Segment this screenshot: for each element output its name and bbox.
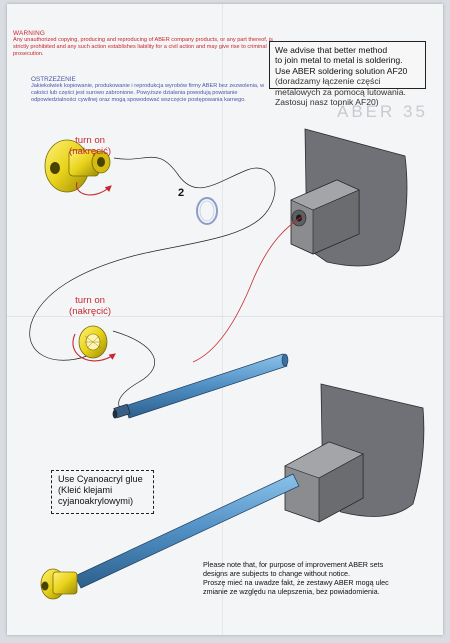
soldering-advice-box: We advise that better method to join met… <box>269 41 426 107</box>
glue-line-3: cyjanoakrylowymi) <box>58 496 134 507</box>
note-line-2: designs are subjects to change without n… <box>203 569 351 578</box>
advice-line-6: Zastosuj nasz topnik AF20) <box>275 97 379 108</box>
warning-body: Any unauthorized copying, producing and … <box>13 37 273 57</box>
advice-line-2: to join metal to metal is soldering. <box>275 55 403 66</box>
barrel-lower <box>74 473 300 589</box>
muzzle-brake-bottom <box>40 568 78 600</box>
change-notice: Please note that, for purpose of improve… <box>203 560 439 596</box>
glue-line-1: Use Cyanoacryl glue <box>58 474 143 484</box>
turn-on-label-top: turn on (nakręcić) <box>69 135 111 157</box>
ring-part <box>196 197 218 225</box>
turn-on-pl: (nakręcić) <box>69 306 112 317</box>
step-number: 2 <box>178 187 185 199</box>
background-code: ABER 35 <box>337 102 428 121</box>
lower-mantlet <box>284 383 425 523</box>
threaded-nut <box>78 325 108 359</box>
advice-line-5: metalowych za pomocą lutowania. <box>275 86 406 97</box>
warning-title: WARNING <box>13 30 46 37</box>
warning-notice: WARNING Any unauthorized copying, produc… <box>13 30 275 58</box>
instruction-sheet: WARNING Any unauthorized copying, produc… <box>7 4 443 635</box>
turn-on-en: turn on <box>75 135 105 146</box>
guide-line <box>29 156 276 361</box>
red-guide-line <box>192 215 304 363</box>
upper-mantlet <box>290 128 408 267</box>
glue-note-box: Use Cyanoacryl glue (Kleić klejami cyjan… <box>51 470 154 514</box>
glue-line-2: (Kleić klejami <box>58 485 113 496</box>
turn-on-label-bottom: turn on (nakręcić) <box>69 295 111 317</box>
note-line-1: Please note that, for purpose of improve… <box>203 560 384 569</box>
barrel-upper <box>112 353 289 419</box>
muzzle-brake-top <box>44 139 111 193</box>
ostrzezenie-body: Jakiekolwiek kopiowanie, produkowanie i … <box>31 83 265 103</box>
advice-line-1: We advise that better method <box>275 45 388 55</box>
ostrzezenie-notice: OSTRZEŻENIE Jakiekolwiek kopiowanie, pro… <box>31 76 267 104</box>
turn-on-pl: (nakręcić) <box>69 146 112 157</box>
advice-line-4: (doradzamy łączenie części <box>275 76 381 87</box>
turn-on-en: turn on <box>75 295 105 306</box>
note-line-4: zmianie ze względu na ulepszenia, bez po… <box>203 587 380 596</box>
advice-line-3: Use ABER soldering solution AF20 <box>275 65 408 76</box>
note-line-3: Proszę mieć na uwadze fakt, że zestawy A… <box>203 578 389 587</box>
assembly-diagram <box>29 128 425 600</box>
ostrzezenie-title: OSTRZEŻENIE <box>31 76 76 83</box>
